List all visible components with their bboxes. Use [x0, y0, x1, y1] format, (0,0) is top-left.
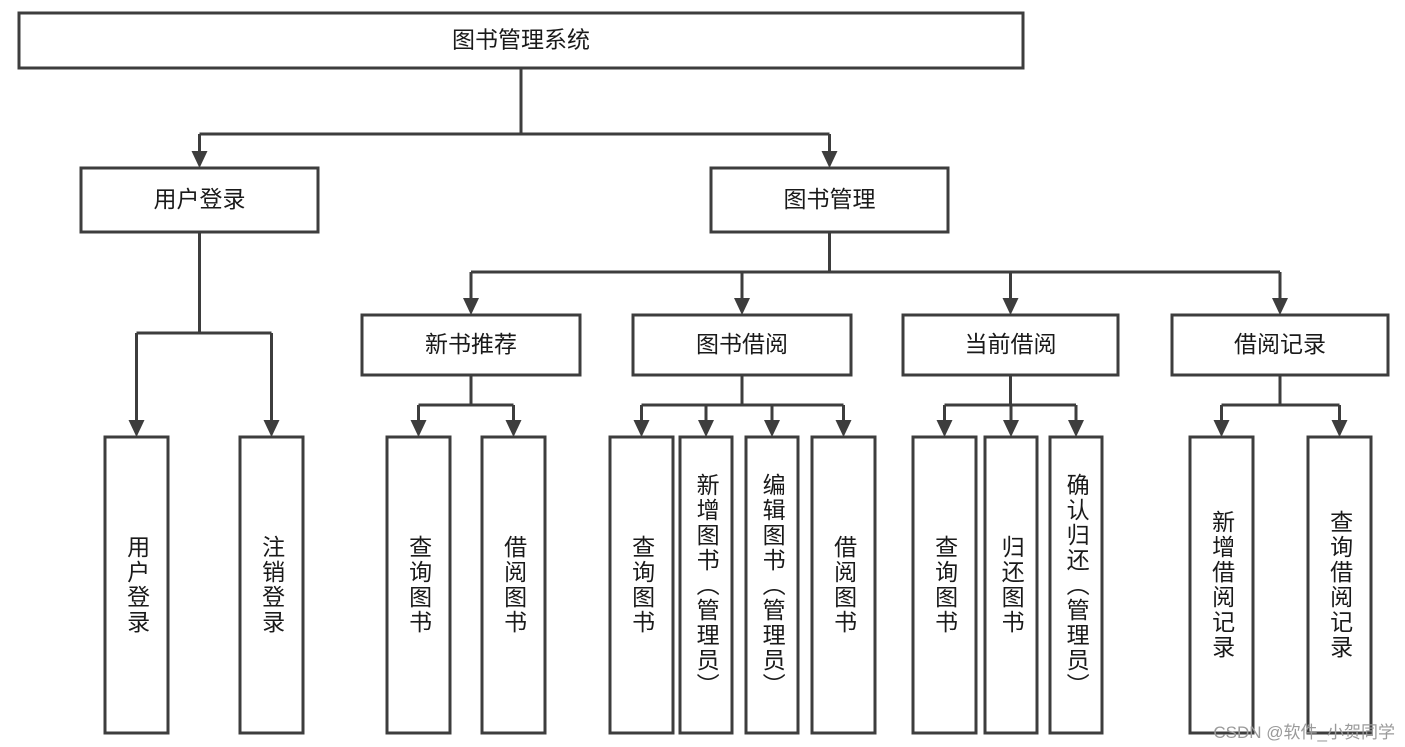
arrow-head-icon: [463, 298, 479, 315]
node-user-login-do[interactable]: [103, 435, 170, 735]
node-cb-query-book[interactable]: [911, 435, 978, 735]
arrow-head-icon: [505, 420, 522, 437]
node-label-book-manage: 图书管理: [784, 186, 876, 212]
arrow-head-icon: [128, 420, 145, 437]
node-box-br-query-record[interactable]: [1306, 435, 1373, 735]
node-box-user-logout[interactable]: [238, 435, 305, 735]
arrow-head-icon: [734, 298, 750, 315]
node-label-user-login: 用户登录: [154, 186, 246, 212]
node-box-br-add-record[interactable]: [1188, 435, 1255, 735]
node-box-bb-query-book[interactable]: [608, 435, 675, 735]
arrow-head-icon: [1002, 298, 1019, 315]
node-nb-query-book[interactable]: [385, 435, 452, 735]
node-box-cb-query-book[interactable]: [911, 435, 978, 735]
node-current-borrow[interactable]: 当前借阅: [901, 313, 1120, 377]
arrow-head-icon: [821, 151, 838, 168]
node-box-bb-edit-book[interactable]: [744, 435, 800, 735]
node-br-query-record[interactable]: [1306, 435, 1373, 735]
node-box-bb-borrow-book[interactable]: [810, 435, 877, 735]
node-book-borrow[interactable]: 图书借阅: [631, 313, 853, 377]
node-user-login[interactable]: 用户登录: [79, 166, 320, 234]
node-box-user-login-do[interactable]: [103, 435, 170, 735]
arrow-head-icon: [1068, 420, 1084, 437]
node-borrow-record[interactable]: 借阅记录: [1170, 313, 1390, 377]
node-bb-add-book[interactable]: [678, 435, 734, 735]
node-br-add-record[interactable]: [1188, 435, 1255, 735]
node-bb-query-book[interactable]: [608, 435, 675, 735]
node-user-logout[interactable]: [238, 435, 305, 735]
node-root[interactable]: 图书管理系统: [17, 11, 1025, 70]
node-label-current-borrow: 当前借阅: [965, 331, 1057, 357]
arrow-head-icon: [1331, 420, 1348, 437]
arrow-head-icon: [936, 420, 953, 437]
node-box-root[interactable]: [17, 11, 1025, 70]
node-nb-borrow-book[interactable]: [480, 435, 547, 735]
node-cb-return-book[interactable]: [983, 435, 1039, 735]
node-cb-confirm-return[interactable]: [1048, 435, 1104, 735]
arrow-head-icon: [764, 420, 780, 437]
arrow-head-icon: [1003, 420, 1019, 437]
node-label-borrow-record: 借阅记录: [1234, 331, 1326, 357]
arrow-head-icon: [263, 420, 280, 437]
node-label-book-borrow: 图书借阅: [696, 331, 788, 357]
arrow-head-icon: [1213, 420, 1230, 437]
node-box-nb-borrow-book[interactable]: [480, 435, 547, 735]
arrow-head-icon: [698, 420, 714, 437]
node-bb-edit-book[interactable]: [744, 435, 800, 735]
node-box-bb-add-book[interactable]: [678, 435, 734, 735]
watermark-text: CSDN @软件_小贺同学: [1213, 723, 1395, 742]
arrow-head-icon: [835, 420, 852, 437]
node-label-new-book-recommend: 新书推荐: [425, 331, 517, 357]
node-box-cb-return-book[interactable]: [983, 435, 1039, 735]
node-bb-borrow-book[interactable]: [810, 435, 877, 735]
node-box-nb-query-book[interactable]: [385, 435, 452, 735]
node-box-user-login[interactable]: [79, 166, 320, 234]
node-new-book-recommend[interactable]: 新书推荐: [360, 313, 582, 377]
arrow-head-icon: [1272, 298, 1288, 315]
arrow-head-icon: [410, 420, 427, 437]
arrow-head-icon: [191, 151, 208, 168]
arrow-head-icon: [633, 420, 650, 437]
node-book-manage[interactable]: 图书管理: [709, 166, 950, 234]
node-label-root: 图书管理系统: [452, 27, 590, 53]
node-box-cb-confirm-return[interactable]: [1048, 435, 1104, 735]
